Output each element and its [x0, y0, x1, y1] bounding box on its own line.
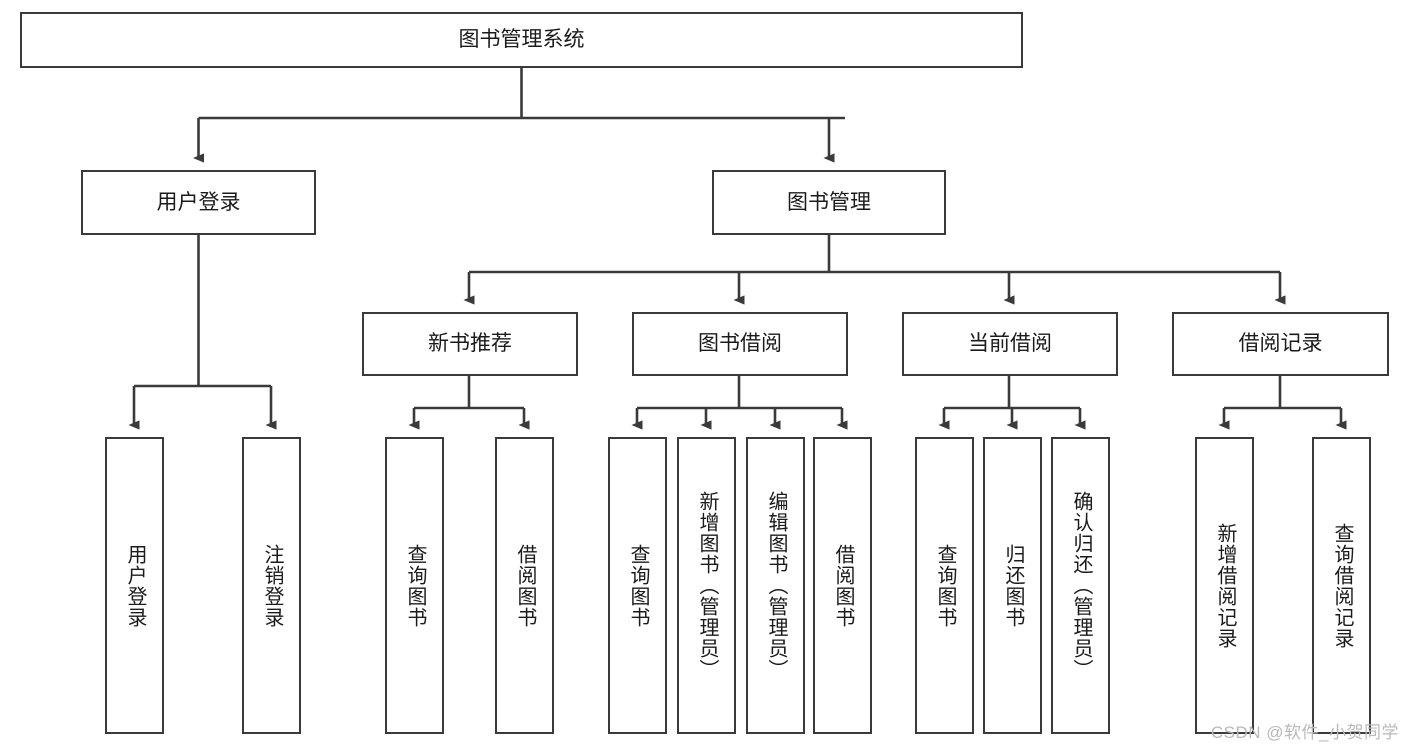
node-label: 图书管理系统 — [458, 28, 585, 52]
node-label: 查询借阅记录 — [1331, 522, 1353, 649]
node-label: 查询图书 — [934, 543, 956, 628]
node-current-borrow[interactable]: 当前借阅 — [902, 312, 1118, 376]
leaf-record-query-record[interactable]: 查询借阅记录 — [1312, 437, 1371, 734]
node-user-login[interactable]: 用户登录 — [81, 170, 316, 235]
leaf-record-add-record[interactable]: 新增借阅记录 — [1195, 437, 1254, 734]
watermark: CSDN @软件_小贺同学 — [1210, 723, 1399, 742]
leaf-user-login[interactable]: 用户登录 — [105, 437, 164, 734]
node-new-book-recommend[interactable]: 新书推荐 — [362, 312, 578, 376]
node-book-management[interactable]: 图书管理 — [712, 170, 946, 235]
node-label: 用户登录 — [124, 543, 146, 628]
node-label: 归还图书 — [1002, 543, 1024, 628]
leaf-borrow-borrow-book[interactable]: 借阅图书 — [813, 437, 872, 734]
node-label: 借阅图书 — [832, 543, 854, 628]
node-borrow-record[interactable]: 借阅记录 — [1172, 312, 1389, 376]
leaf-borrow-add-book-admin[interactable]: 新增图书（管理员） — [677, 437, 736, 734]
leaf-current-return-book[interactable]: 归还图书 — [983, 437, 1042, 734]
node-label: 图书管理 — [787, 190, 871, 214]
node-label: 当前借阅 — [968, 332, 1052, 356]
node-label: 新增图书（管理员） — [696, 491, 718, 680]
node-label: 查询图书 — [404, 543, 426, 628]
leaf-borrow-query-book[interactable]: 查询图书 — [608, 437, 667, 734]
leaf-current-query-book[interactable]: 查询图书 — [915, 437, 974, 734]
node-root-system[interactable]: 图书管理系统 — [20, 12, 1023, 68]
leaf-user-logout[interactable]: 注销登录 — [242, 437, 301, 734]
leaf-current-confirm-return-admin[interactable]: 确认归还（管理员） — [1051, 437, 1110, 734]
node-label: 新书推荐 — [428, 332, 512, 356]
node-label: 编辑图书（管理员） — [765, 491, 787, 680]
leaf-newbook-borrow-book[interactable]: 借阅图书 — [495, 437, 554, 734]
node-label: 借阅图书 — [514, 543, 536, 628]
node-label: 注销登录 — [261, 543, 283, 628]
node-label: 图书借阅 — [698, 332, 782, 356]
node-label: 查询图书 — [627, 543, 649, 628]
leaf-newbook-query-book[interactable]: 查询图书 — [385, 437, 444, 734]
node-label: 确认归还（管理员） — [1070, 491, 1092, 680]
node-label: 新增借阅记录 — [1214, 522, 1236, 649]
leaf-borrow-edit-book-admin[interactable]: 编辑图书（管理员） — [746, 437, 805, 734]
node-book-borrow[interactable]: 图书借阅 — [632, 312, 848, 376]
node-label: 用户登录 — [156, 190, 241, 214]
node-label: 借阅记录 — [1238, 332, 1323, 356]
